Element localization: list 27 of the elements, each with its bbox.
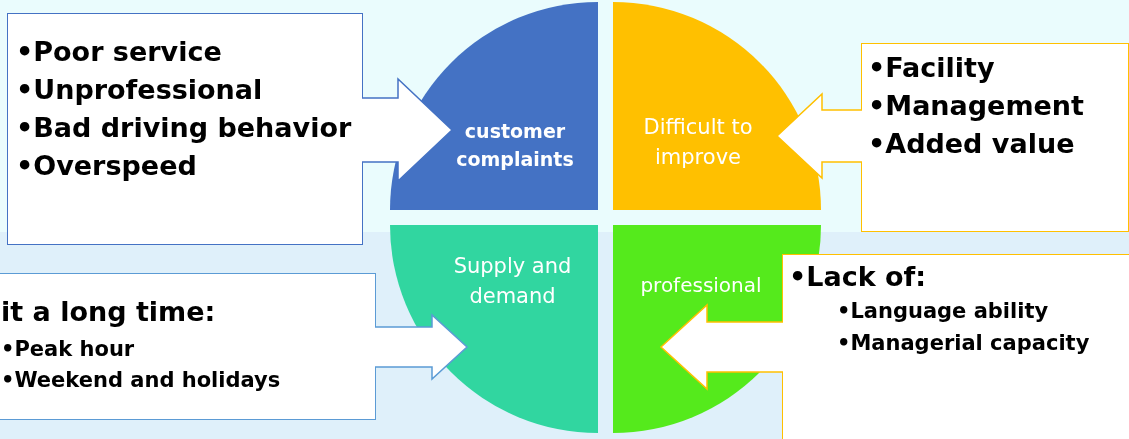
bullet-item: •Unprofessional	[16, 74, 263, 105]
quadrant-segment	[390, 225, 598, 433]
bullet-item: •Poor service	[16, 36, 222, 67]
bullet-item: •Added value	[868, 128, 1075, 159]
segment-label: Difficult to improve	[642, 114, 754, 172]
bullet-item: •Weekend and holidays	[1, 368, 281, 392]
bullet-item: •Bad driving behavior	[16, 112, 352, 143]
segment-label: customer complaints	[455, 119, 575, 172]
bullet-item: it a long time:	[1, 296, 216, 327]
callout-box	[782, 254, 1129, 439]
segment-label: Supply and demand	[452, 253, 573, 311]
bullet-item: •Management	[868, 90, 1084, 121]
bullet-item: •Language ability	[837, 299, 1049, 323]
callout-box	[0, 273, 376, 420]
callout-box	[7, 13, 363, 245]
bullet-item: •Facility	[868, 52, 995, 83]
bullet-item: •Peak hour	[1, 337, 135, 361]
segment-label: professional	[639, 272, 763, 299]
block-arrow	[775, 92, 863, 180]
block-arrow	[374, 313, 469, 381]
bullet-item: •Lack of:	[789, 261, 927, 292]
block-arrow	[659, 303, 784, 391]
bullet-item: •Overspeed	[16, 150, 197, 181]
quadrant-segment	[390, 2, 598, 210]
callout-box	[861, 43, 1129, 232]
bullet-item: •Managerial capacity	[837, 331, 1090, 355]
quadrant-segment	[613, 2, 821, 210]
